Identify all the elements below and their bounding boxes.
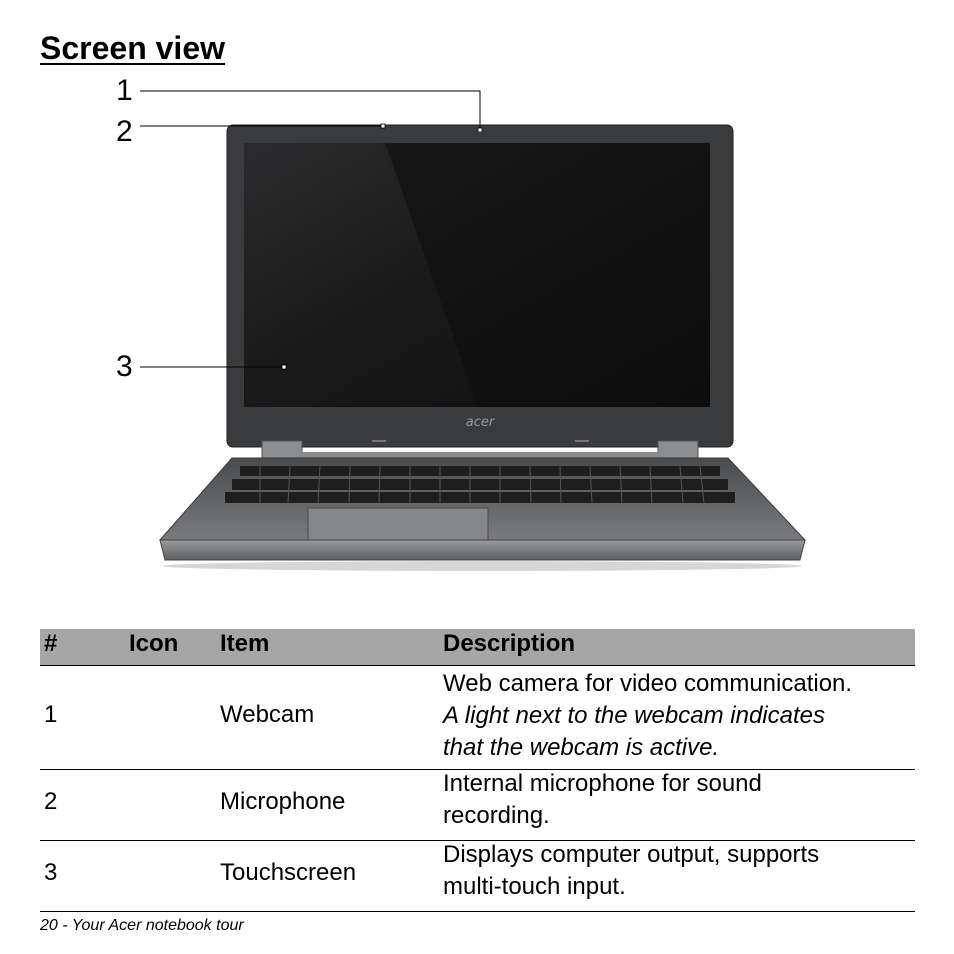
row-description: Displays computer output, supports multi…: [443, 839, 819, 903]
header-description: Description: [443, 630, 576, 657]
row-description: Web camera for video communication. A li…: [443, 668, 852, 764]
header-number: #: [44, 630, 58, 657]
row-number: 3: [44, 859, 58, 886]
description-line: Internal microphone for sound: [443, 770, 762, 797]
description-line: Web camera for video communication.: [443, 670, 853, 697]
callout-lines: [140, 90, 481, 368]
header-item: Item: [220, 630, 270, 657]
description-line: Displays computer output, supports: [443, 841, 820, 868]
row-number: 1: [44, 701, 58, 728]
brand-logo: acer: [466, 415, 496, 430]
table-row: 1 Webcam Web camera for video communicat…: [40, 666, 915, 770]
component-table: # Icon Item Description 1 Webcam Web cam…: [40, 629, 915, 912]
description-note-line: A light next to the webcam indicates: [443, 702, 825, 729]
description-line: multi-touch input.: [443, 873, 626, 900]
description-line: recording.: [443, 802, 550, 829]
header-icon: Icon: [129, 630, 179, 657]
callout-1: 1: [116, 74, 133, 107]
page-title: Screen view: [40, 30, 225, 66]
callout-2: 2: [116, 115, 133, 148]
keyboard: [225, 466, 735, 503]
row-item: Webcam: [220, 701, 315, 728]
table-header: # Icon Item Description: [40, 629, 915, 666]
touchpad: [307, 507, 489, 541]
laptop-illustration: acer: [140, 90, 807, 571]
table-row: 3 Touchscreen Displays computer output, …: [40, 841, 915, 912]
row-number: 2: [44, 788, 58, 815]
chassis-front: [159, 539, 806, 561]
table-row: 2 Microphone Internal microphone for sou…: [40, 770, 915, 841]
page-footer: 20 - Your Acer notebook tour: [40, 917, 244, 934]
row-description: Internal microphone for sound recording.: [443, 768, 762, 832]
row-item: Microphone: [220, 788, 346, 815]
row-item: Touchscreen: [220, 859, 357, 886]
callout-3: 3: [116, 350, 133, 383]
description-note-line: that the webcam is active.: [443, 734, 720, 761]
